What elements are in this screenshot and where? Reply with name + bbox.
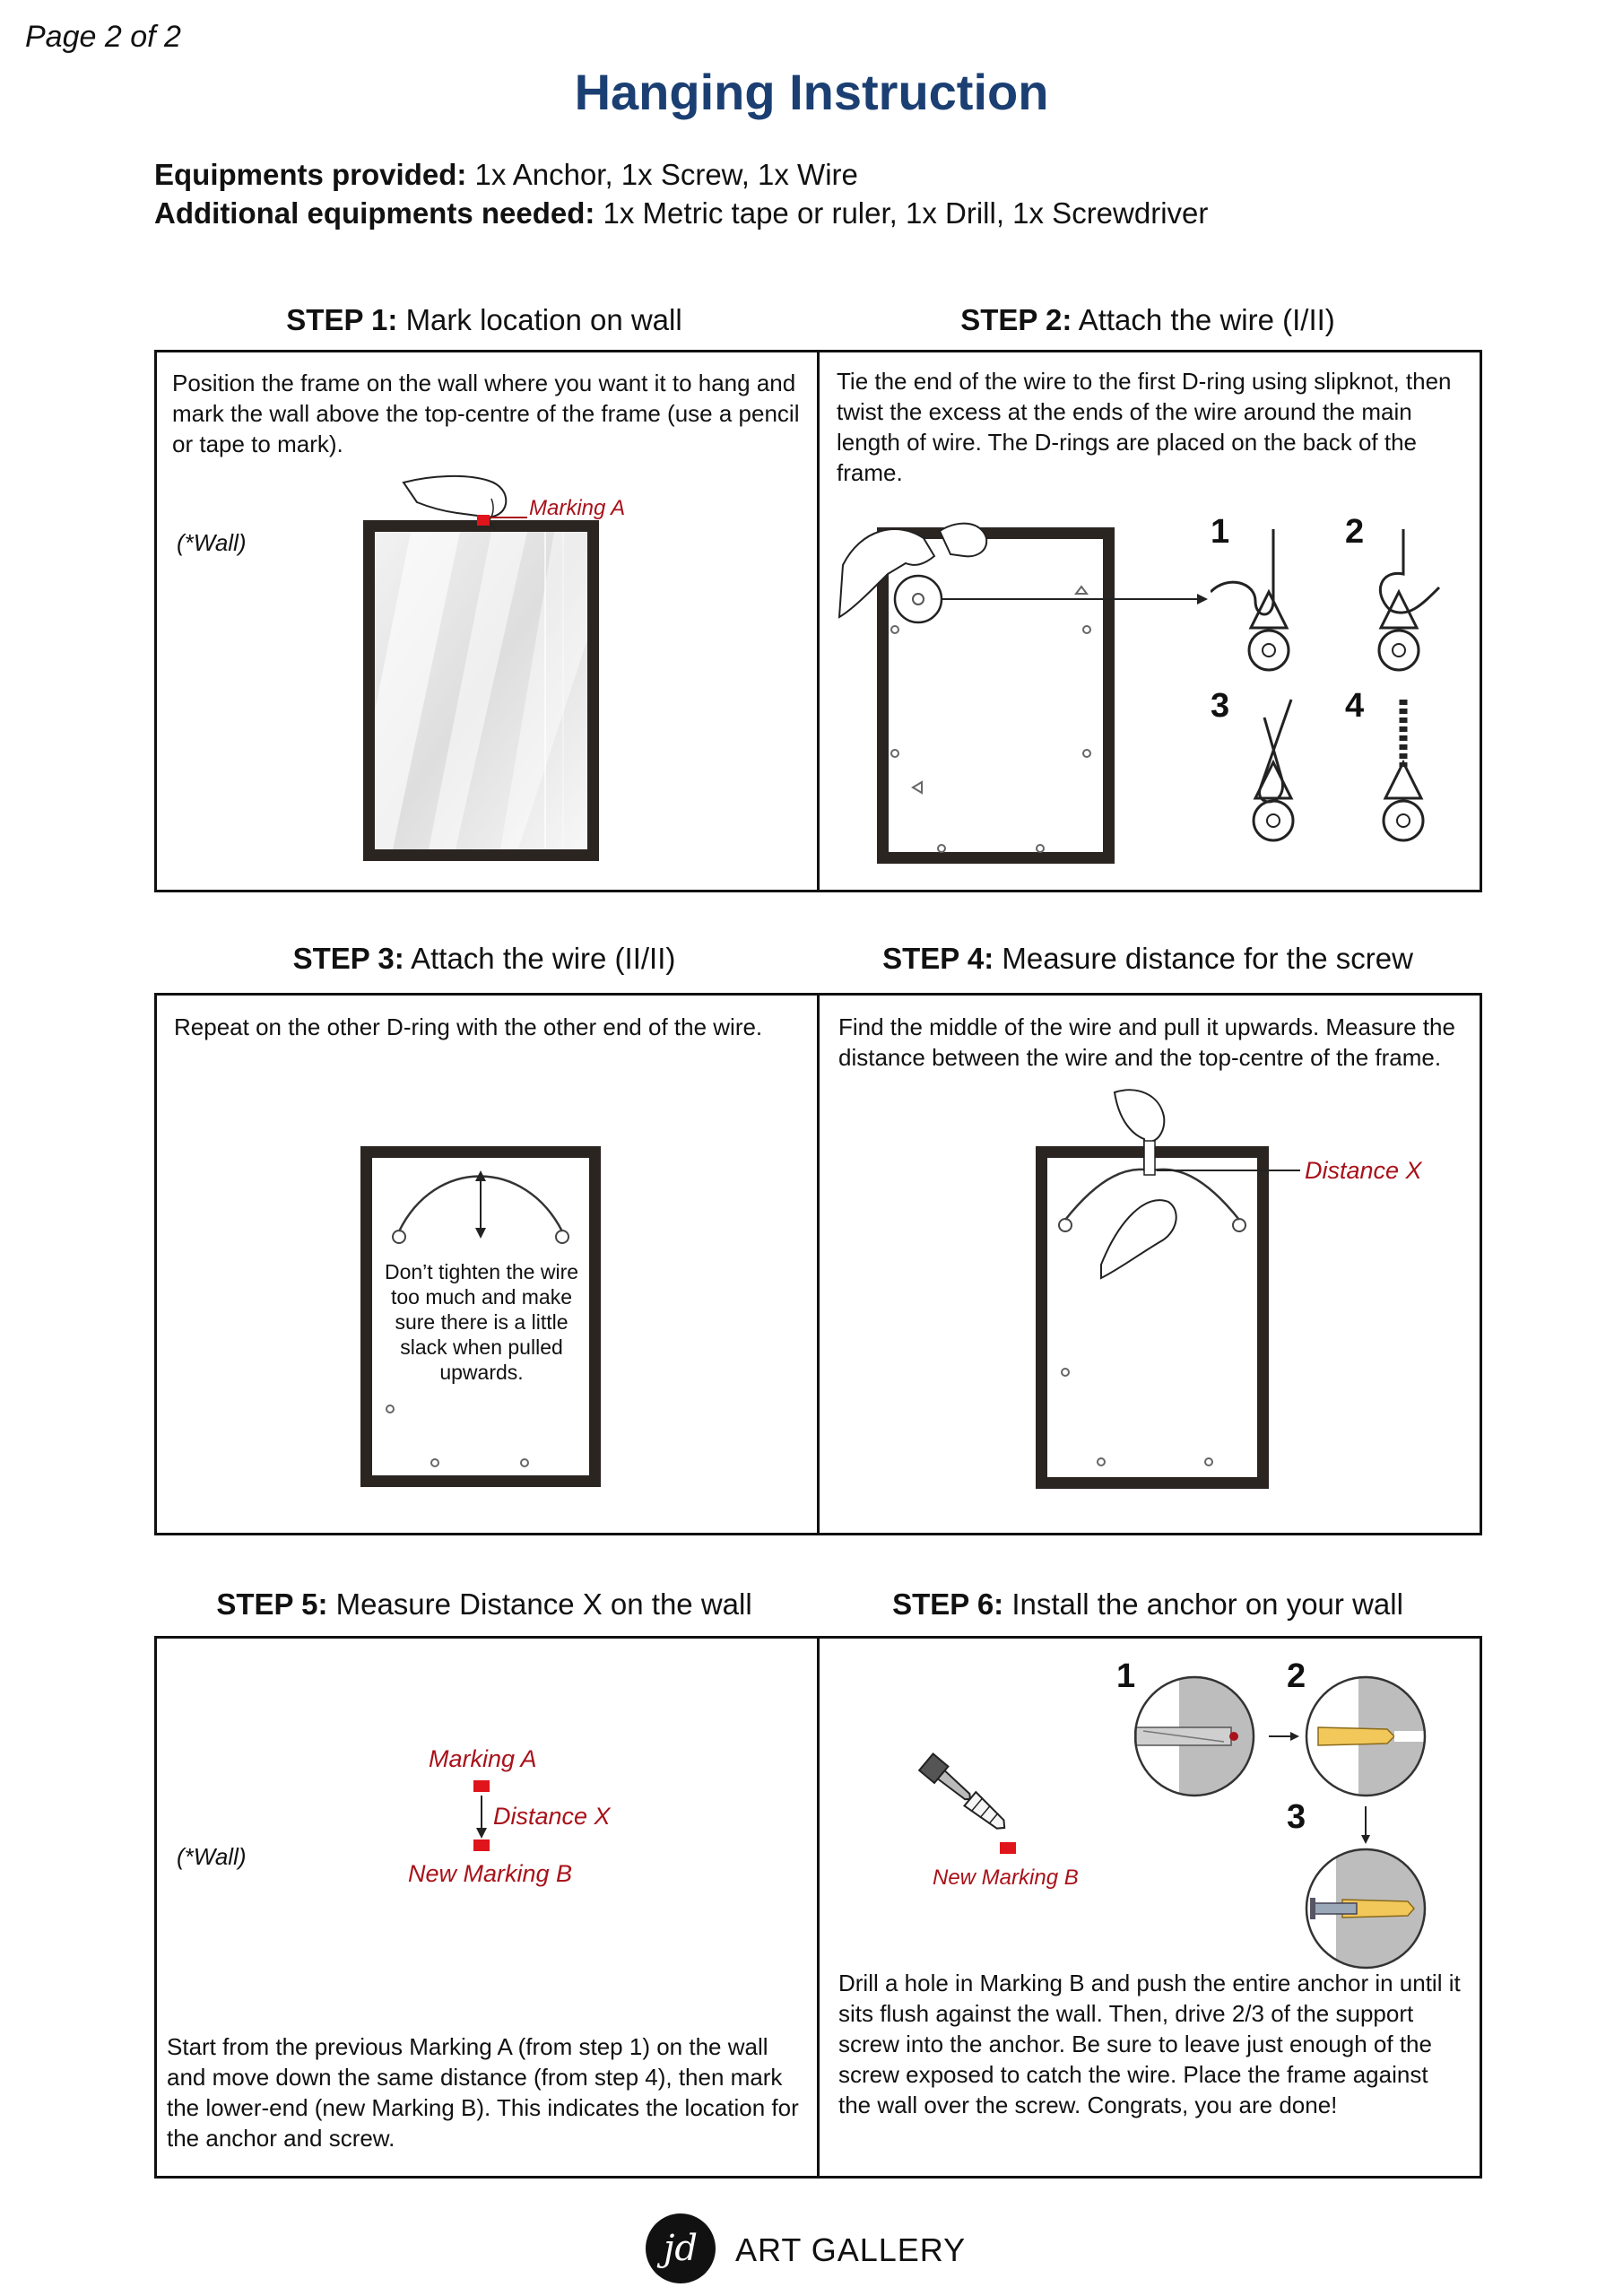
step-4-illustration	[1058, 1089, 1246, 1466]
step-2-sub-number-1: 1	[1211, 513, 1230, 551]
screw-and-anchor-graphic	[917, 1752, 1006, 1830]
step-4-label: STEP 4:	[882, 942, 994, 975]
step-3-text: Repeat on the other D-ring with the othe…	[174, 1013, 763, 1040]
step-5-distance-arrow	[476, 1796, 487, 1839]
step-4-distance-pointer	[1157, 1170, 1300, 1171]
step-1-text: Position the frame on the wall where you…	[172, 370, 800, 457]
step-2-sub-number-2: 2	[1345, 513, 1365, 551]
glass-reflection-graphic	[375, 532, 587, 849]
step-2-sub-number-4: 4	[1345, 687, 1365, 725]
equipment-provided-items: 1x Anchor, 1x Screw, 1x Wire	[474, 158, 858, 191]
step-2-knot-diagrams	[1211, 529, 1441, 842]
step-6-heading: STEP 6: Install the anchor on your wall	[818, 1587, 1478, 1622]
step-5-label: STEP 5:	[216, 1587, 328, 1621]
step-6-sub-number-2: 2	[1287, 1657, 1306, 1695]
step-2-title: Attach the wire (I/II)	[1078, 303, 1335, 336]
step-1-marking-pointer	[490, 517, 527, 518]
step-4-panel	[817, 993, 1482, 1535]
step-6-label: STEP 6:	[892, 1587, 1004, 1621]
step-2-illustration	[838, 522, 1208, 853]
step-5-wall-label: (*Wall)	[177, 1843, 247, 1870]
step-3-title: Attach the wire (II/II)	[411, 942, 676, 975]
step-1-marking-a	[477, 515, 490, 526]
equipment-needed: Additional equipments needed: 1x Metric …	[154, 196, 1208, 230]
step-5-marking-a-label: Marking A	[429, 1745, 537, 1772]
step-5-marking-a	[473, 1780, 490, 1792]
step-6-panel	[817, 1636, 1482, 2179]
step-1-title: Mark location on wall	[405, 303, 682, 336]
page-label: Page 2 of 2	[25, 20, 181, 54]
equipment-needed-label: Additional equipments needed:	[154, 196, 595, 230]
step-5-marking-b	[473, 1839, 490, 1851]
step-6-install-diagrams	[1134, 1675, 1427, 1970]
step-4-title: Measure distance for the screw	[1002, 942, 1413, 975]
step-1-wall-label: (*Wall)	[177, 529, 247, 556]
step-3-wire-graphic	[386, 1170, 569, 1467]
equipment-provided: Equipments provided: 1x Anchor, 1x Screw…	[154, 158, 858, 192]
step-5-distance-label: Distance X	[493, 1803, 611, 1830]
step-3-note: Don’t tighten the wire too much and make…	[384, 1260, 579, 1384]
step-5-marking-b-label: New Marking B	[408, 1860, 573, 1887]
step-6-marking-b-label: New Marking B	[933, 1866, 1079, 1890]
step-1-hand-graphic	[402, 474, 508, 530]
step-6-sub-number-1: 1	[1116, 1657, 1136, 1695]
step-2-text: Tie the end of the wire to the first D-r…	[837, 368, 1452, 486]
step-6-marking-b	[1000, 1842, 1016, 1854]
step-3-label: STEP 3:	[292, 942, 404, 975]
brand-name: ART GALLERY	[735, 2231, 967, 2268]
step-4-distance-label: Distance X	[1305, 1157, 1422, 1184]
step-1-label: STEP 1:	[286, 303, 398, 336]
step-2-heading: STEP 2: Attach the wire (I/II)	[818, 303, 1478, 337]
step-6-text: Drill a hole in Marking B and push the e…	[838, 1970, 1461, 2118]
step-3-heading: STEP 3: Attach the wire (II/II)	[154, 942, 814, 976]
equipment-provided-label: Equipments provided:	[154, 158, 467, 191]
brand-logo: jd	[646, 2213, 716, 2283]
step-1-frame	[363, 520, 599, 861]
page-title: Hanging Instruction	[574, 64, 1049, 120]
step-1-marking-label: Marking A	[529, 496, 626, 520]
step-6-sub-number-3: 3	[1287, 1798, 1306, 1836]
equipment-needed-items: 1x Metric tape or ruler, 1x Drill, 1x Sc…	[603, 196, 1209, 230]
step-5-heading: STEP 5: Measure Distance X on the wall	[154, 1587, 814, 1622]
step-6-title: Install the anchor on your wall	[1011, 1587, 1403, 1621]
step-4-text: Find the middle of the wire and pull it …	[838, 1013, 1455, 1071]
step-4-heading: STEP 4: Measure distance for the screw	[818, 942, 1478, 976]
step-1-heading: STEP 1: Mark location on wall	[154, 303, 814, 337]
step-2-panel	[817, 350, 1482, 892]
step-5-text: Start from the previous Marking A (from …	[167, 2033, 799, 2152]
step-2-sub-number-3: 3	[1211, 687, 1230, 725]
step-5-title: Measure Distance X on the wall	[335, 1587, 752, 1621]
step-2-label: STEP 2:	[960, 303, 1072, 336]
